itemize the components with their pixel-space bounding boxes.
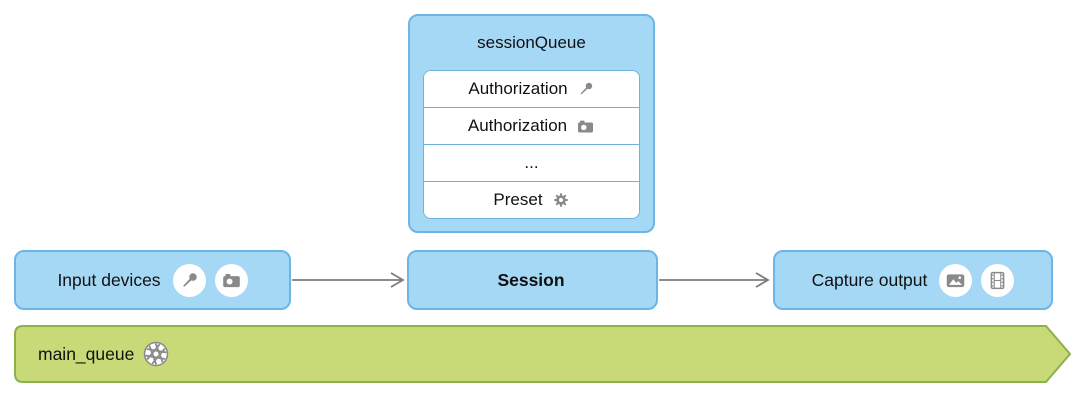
row-label: ... bbox=[524, 153, 539, 172]
photo-icon bbox=[939, 263, 973, 297]
row-label: Authorization bbox=[467, 116, 568, 135]
session-queue-row-list: Authorization Authorization bbox=[423, 70, 640, 219]
camera-icon bbox=[576, 117, 595, 136]
row-preset: Preset bbox=[424, 181, 639, 218]
session-label: Session bbox=[497, 269, 565, 290]
film-icon bbox=[981, 263, 1015, 297]
shutter-icon bbox=[143, 341, 169, 367]
capture-output-box: Capture output bbox=[773, 250, 1053, 310]
main-queue-banner-shape bbox=[14, 325, 1072, 383]
main-queue-label-group: main_queue bbox=[38, 325, 169, 383]
row-authorization-camera: Authorization bbox=[424, 107, 639, 144]
row-label: Authorization bbox=[468, 79, 568, 98]
microphone-icon bbox=[172, 263, 206, 297]
session-queue-title: sessionQueue bbox=[477, 33, 586, 52]
gear-icon bbox=[552, 191, 570, 209]
microphone-icon bbox=[577, 80, 595, 98]
camera-icon bbox=[214, 263, 248, 297]
capture-output-label: Capture output bbox=[811, 269, 928, 290]
input-devices-box: Input devices bbox=[14, 250, 291, 310]
arrowhead-icon bbox=[755, 272, 770, 288]
input-devices-label: Input devices bbox=[57, 269, 161, 290]
row-ellipsis: ... bbox=[424, 144, 639, 181]
session-box: Session bbox=[407, 250, 658, 310]
row-label: Preset bbox=[493, 190, 543, 209]
session-queue-box: sessionQueue Authorization Authorization bbox=[408, 14, 655, 233]
main-queue-label: main_queue bbox=[38, 343, 135, 364]
row-authorization-microphone: Authorization bbox=[424, 71, 639, 107]
arrowhead-icon bbox=[390, 272, 405, 288]
